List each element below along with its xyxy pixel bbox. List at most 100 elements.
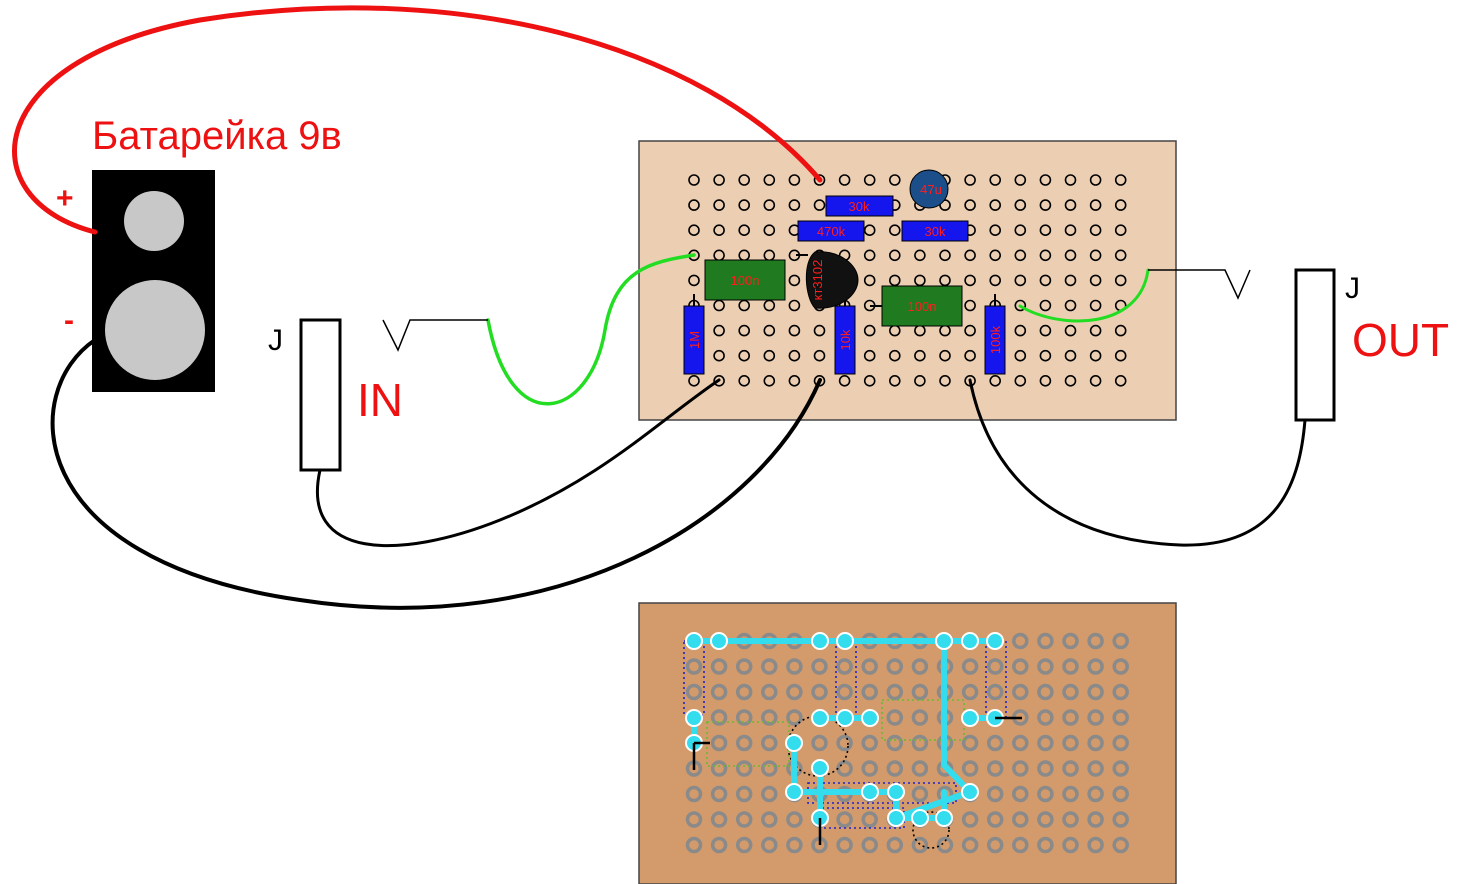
top-board-hole <box>738 174 751 186</box>
track-lower <box>867 789 973 821</box>
top-board-hole <box>1089 324 1102 337</box>
bottom-board-hole <box>861 734 878 752</box>
top-board-hole <box>688 374 700 387</box>
top-board-hole <box>888 224 901 236</box>
top-board-hole <box>964 249 976 262</box>
resistor-10k-label: 10k <box>838 329 853 350</box>
resistor-100k <box>984 305 1006 375</box>
top-board-hole <box>989 249 1002 262</box>
top-board-hole <box>1039 274 1052 287</box>
top-board-hole <box>1114 224 1127 236</box>
bottom-board-hole <box>1012 760 1029 777</box>
bottom-board-hole <box>710 785 728 803</box>
top-board-hole <box>1014 299 1027 312</box>
top-board-hole <box>1114 349 1127 362</box>
bottom-board-hole <box>1112 709 1129 726</box>
bottom-board-hole <box>861 658 878 675</box>
bottom-board-hole <box>761 760 778 777</box>
top-board-hole <box>688 174 700 186</box>
bottom-board-hole <box>961 734 979 752</box>
top-board-hole <box>863 174 876 186</box>
bottom-board-hole <box>836 811 853 828</box>
battery-label: Батарейка 9в <box>92 114 342 158</box>
top-board-hole <box>1064 299 1077 312</box>
top-board-hole <box>738 224 751 236</box>
bottom-board-hole <box>735 785 753 803</box>
bottom-board-hole <box>836 836 853 854</box>
top-board-hole <box>838 174 851 186</box>
top-board-hole <box>914 374 926 387</box>
top-board-hole <box>1014 249 1027 262</box>
bottom-board-hole <box>811 658 828 675</box>
bottom-board-hole <box>710 836 728 854</box>
top-board-hole <box>763 174 776 186</box>
top-board-hole <box>1014 324 1027 337</box>
bottom-board-hole <box>811 683 828 701</box>
bottom-board-hole <box>836 734 853 752</box>
resistor-30k-right-label: 30k <box>925 224 946 239</box>
bottom-board-hole <box>786 683 803 701</box>
top-board-hole <box>788 174 801 186</box>
top-board-hole <box>888 174 901 186</box>
top-board-hole <box>1089 199 1102 211</box>
bottom-board-hole <box>961 836 979 854</box>
resistor-30k-top <box>825 195 894 217</box>
top-board-hole <box>989 224 1002 236</box>
bottom-board-hole <box>735 836 753 854</box>
bottom-board-hole <box>1037 811 1054 828</box>
top-board-hole <box>1014 174 1027 186</box>
bottom-board-hole <box>1112 785 1129 803</box>
bottom-board-hole <box>836 683 853 701</box>
top-board-hole <box>763 324 776 337</box>
top-board-hole <box>1089 274 1102 287</box>
bottom-board-hole <box>886 734 904 752</box>
top-board-hole <box>763 349 776 362</box>
bottom-board-hole <box>1087 760 1104 777</box>
bottom-board-hole <box>986 734 1004 752</box>
bottom-board-hole <box>1112 760 1129 777</box>
bottom-board-hole <box>710 734 728 752</box>
top-board-hole <box>1089 299 1102 312</box>
bottom-board-hole <box>735 760 753 777</box>
bottom-board-hole <box>710 760 728 777</box>
track-vertical-right <box>941 638 973 795</box>
bottom-board-hole <box>1037 734 1054 752</box>
bottom-board-hole <box>761 709 778 726</box>
bottom-board-hole <box>685 836 703 854</box>
bottom-board-hole <box>685 811 703 828</box>
resistor-30k-right <box>901 220 969 242</box>
bottom-board-hole <box>911 683 929 701</box>
black-wire-battery-minus <box>50 338 822 610</box>
bottom-board-hole <box>786 836 803 854</box>
top-board-hole <box>713 174 725 186</box>
bottom-board-hole <box>1087 811 1104 828</box>
top-board-hole <box>1039 199 1052 211</box>
bottom-board-hole <box>811 734 828 752</box>
bottom-board-hole <box>710 658 728 675</box>
red-wire-battery-plus <box>12 5 823 235</box>
top-board-hole <box>939 274 951 287</box>
bottom-board-hole <box>886 760 904 777</box>
top-board-hole <box>914 274 926 287</box>
outline-electrolytic <box>912 811 950 849</box>
top-board-hole <box>989 374 1002 387</box>
top-board-hole <box>713 349 725 362</box>
battery <box>92 170 215 392</box>
bottom-board-hole <box>761 683 778 701</box>
top-board-hole <box>964 174 976 186</box>
top-board-hole <box>788 374 801 387</box>
bottom-board-hole <box>986 658 1004 675</box>
bottom-board-hole <box>1062 683 1079 701</box>
bottom-board-hole <box>1012 836 1029 854</box>
bottom-board-hole <box>761 785 778 803</box>
bottom-board-hole <box>861 836 878 854</box>
bottom-board-hole <box>1112 658 1129 675</box>
top-board-hole <box>863 324 876 337</box>
bottom-board-hole <box>911 836 929 854</box>
bottom-board-hole <box>1112 632 1129 650</box>
top-board-hole <box>1039 349 1052 362</box>
bottom-board-hole <box>761 734 778 752</box>
bottom-board-hole <box>986 836 1004 854</box>
top-board-hole <box>1014 374 1027 387</box>
top-board-hole <box>738 324 751 337</box>
